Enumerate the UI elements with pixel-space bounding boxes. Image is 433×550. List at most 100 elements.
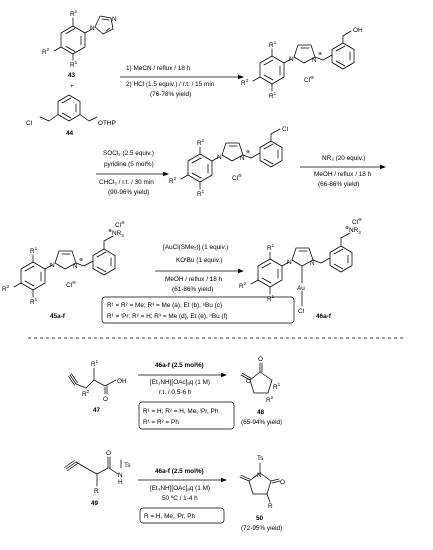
h-atom: H	[118, 479, 123, 486]
yield-text: (66-86% yield)	[318, 181, 359, 188]
o-atom: O	[258, 356, 263, 363]
arrow-head	[163, 171, 169, 177]
yield-text: (72-95% yield)	[241, 525, 282, 532]
cl-atom: Cl	[26, 120, 32, 127]
othp-group: OTHP	[98, 120, 116, 127]
r1-label: R1	[197, 189, 205, 198]
compound-44-label: 44	[66, 130, 74, 137]
n-atom: N	[240, 155, 245, 162]
condition-text: [Et₃NH][OAc]ₐq (1 M)	[150, 485, 210, 492]
n-atom: N	[257, 472, 262, 479]
substituent-line: R¹ = H; R² = H, Me, ⁱPr, Ph	[143, 408, 219, 415]
r1-label: R1	[267, 294, 275, 303]
compound-49: O N H Ts R 49	[64, 450, 130, 507]
substituent-box	[139, 507, 225, 524]
chloride-counterion: Cl⊖	[304, 75, 314, 84]
catalyst-text: 46a-f (2.5 mol%)	[155, 362, 204, 369]
chloride-counterion: Cl⊖	[115, 220, 125, 229]
substituent-box	[138, 401, 235, 430]
oh-group: OH	[117, 378, 127, 385]
r2-label: R2	[42, 47, 50, 56]
r2-label: R2	[169, 176, 177, 185]
positive-charge: ⊕	[79, 257, 83, 262]
catalyst-text: 46a-f (2.5 mol%)	[155, 468, 204, 475]
r2-label: R2	[82, 389, 90, 398]
r1-label: R1	[30, 246, 38, 255]
positive-charge: ⊕	[108, 228, 112, 233]
o-atom: O	[106, 450, 111, 457]
positive-charge: ⊕	[246, 149, 250, 154]
condition-text: 2) HCl (1.5 equiv.) / r.t. / 15 min	[126, 81, 215, 88]
compound-47-label: 47	[93, 407, 101, 414]
arrow-head	[238, 268, 244, 274]
condition-text: 1) MeCN / reflux / 18 h	[126, 65, 191, 72]
condition-text: 50 ºC / 1-4 h	[162, 495, 198, 502]
compound-49-label: 49	[91, 500, 99, 507]
r1-label: R1	[269, 40, 277, 49]
compound-43-label: 43	[68, 72, 76, 79]
gold-atom: Au	[297, 285, 305, 292]
n-atom: N	[118, 472, 123, 479]
arrow-head	[221, 372, 227, 378]
compound-44: Cl OTHP 44	[26, 94, 116, 137]
ts-group: Ts	[257, 455, 263, 462]
cl-atom: Cl	[282, 126, 288, 133]
r1-label: R1	[197, 138, 205, 147]
compound-47: OH O R1 R2 47	[68, 359, 127, 414]
plus-sign: +	[70, 83, 74, 90]
compound-45: NR3 ⊕ Cl⊖ N N ⊕ R1 R2 R1 Cl⊖ 45a-f	[2, 220, 125, 320]
substituent-line: R¹ = R² = Me; R³ = Me (a), Et (b), ⁿBu (…	[107, 302, 222, 309]
n-atom: N	[289, 56, 294, 63]
condition-text: [AuCl(SMe₂)] (1 equiv.)	[163, 244, 228, 251]
r-label: R	[268, 503, 273, 510]
n-atom: N	[112, 16, 117, 23]
n-atom: N	[73, 263, 78, 270]
yield-text: (90-96% yield)	[108, 189, 149, 196]
positive-charge: ⊕	[318, 51, 322, 56]
n-atom: N	[90, 25, 95, 32]
condition-text: MeOH / reflux / 18 h	[314, 171, 372, 178]
imidazolium-chloride: Cl N N ⊕ R1 R2 R1 Cl⊖	[169, 126, 288, 198]
chloride-counterion: Cl⊖	[352, 217, 362, 226]
condition-text: KOᵗBu (1 equiv.)	[176, 257, 222, 264]
r1-label: R1	[273, 382, 281, 391]
condition-text: r.t. / 0.5-6 h	[159, 389, 192, 396]
compound-43: N N R1 R2 R1 43	[42, 9, 117, 79]
yield-text: (76-78% yield)	[150, 91, 191, 98]
compound-48-label: 48	[257, 409, 265, 416]
n-atom: N	[312, 57, 317, 64]
ammonium-group: NR3	[112, 230, 124, 238]
condition-text: [Et₃NH][OAc]ₐq (1 M)	[150, 379, 210, 386]
ammonium-group: NR3	[349, 227, 361, 235]
gold-complex-46: Au Cl NR3 ⊕ Cl⊖ N N R1 R2 R1 46a-f	[239, 217, 362, 320]
r1-label: R1	[70, 9, 78, 18]
chloride-counterion: Cl⊖	[66, 280, 76, 289]
r2-label: R2	[239, 281, 247, 290]
r2-label: R2	[266, 395, 274, 404]
imidazolium-alcohol: OH N N ⊕ R1 R2 R1 Cl⊖	[241, 27, 363, 100]
o-atom: O	[246, 378, 251, 385]
r2-label: R2	[2, 284, 10, 293]
arrow-head	[380, 164, 386, 170]
r1-label: R1	[30, 297, 38, 306]
n-atom: N	[217, 154, 222, 161]
cl-atom: Cl	[298, 308, 304, 315]
o-atom: O	[280, 479, 285, 486]
chloride-counterion: Cl⊖	[232, 173, 242, 182]
substituent-line: R = H, Me, ⁱPr, Ph	[144, 513, 195, 520]
lactone-48: O O R1 R2 48 (65-94% yield)	[240, 356, 282, 426]
condition-text: MeOH / reflux / 18 h	[165, 276, 223, 283]
yield-text: (65-94% yield)	[241, 419, 282, 426]
n-atom: N	[310, 260, 315, 267]
compound-45-label: 45a-f	[50, 313, 66, 320]
r2-label: R2	[241, 78, 249, 87]
ts-group: Ts	[124, 462, 130, 469]
condition-text: CHCl₃ / r.t. / 30 min	[99, 179, 154, 186]
positive-charge: ⊕	[345, 225, 349, 230]
substituent-box	[101, 296, 295, 324]
lactam-50: Ts N O R 50 (72-95% yield)	[239, 455, 285, 532]
r1-label: R1	[269, 91, 277, 100]
yield-text: (61-86% yield)	[172, 286, 213, 293]
substituent-line: R¹ = R² = Ph	[143, 419, 179, 426]
condition-text: pyridine (5 mol%)	[104, 161, 154, 168]
